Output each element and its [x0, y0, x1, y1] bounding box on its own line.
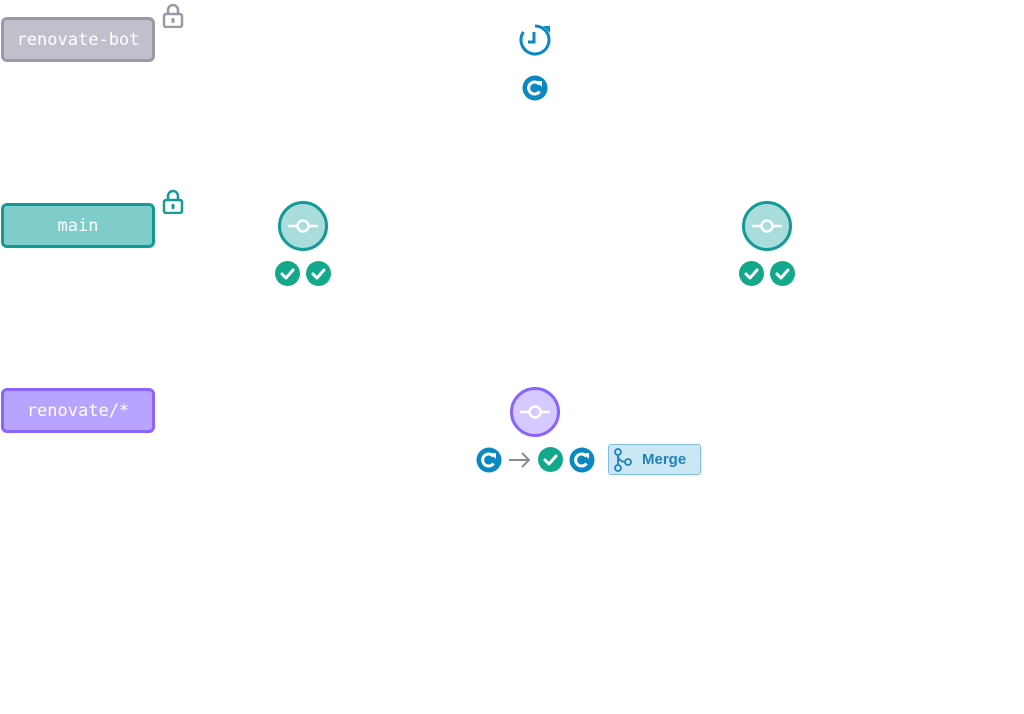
commit-icon: [510, 387, 560, 437]
commit-icon: [742, 201, 792, 251]
renovate-icon: [569, 447, 595, 473]
merge-button-label: Merge: [642, 451, 687, 468]
merge-icon: [614, 447, 632, 472]
merge-button[interactable]: Merge: [608, 444, 701, 475]
check-icon: [306, 261, 331, 286]
lane-label-main: main: [1, 203, 155, 248]
check-icon: [538, 447, 563, 472]
check-icon: [770, 261, 795, 286]
arrow-right-icon: [509, 452, 531, 468]
renovate-icon: [476, 447, 502, 473]
lane-label-renovate: renovate/*: [1, 388, 155, 433]
check-icon: [275, 261, 300, 286]
commit-icon: [278, 201, 328, 251]
lock-icon: [162, 3, 184, 28]
check-icon: [739, 261, 764, 286]
renovate-icon: [522, 75, 548, 101]
lane-label-renovate-bot: renovate-bot: [1, 17, 155, 62]
lock-icon: [162, 189, 184, 214]
clock-restart-icon: [519, 24, 551, 56]
